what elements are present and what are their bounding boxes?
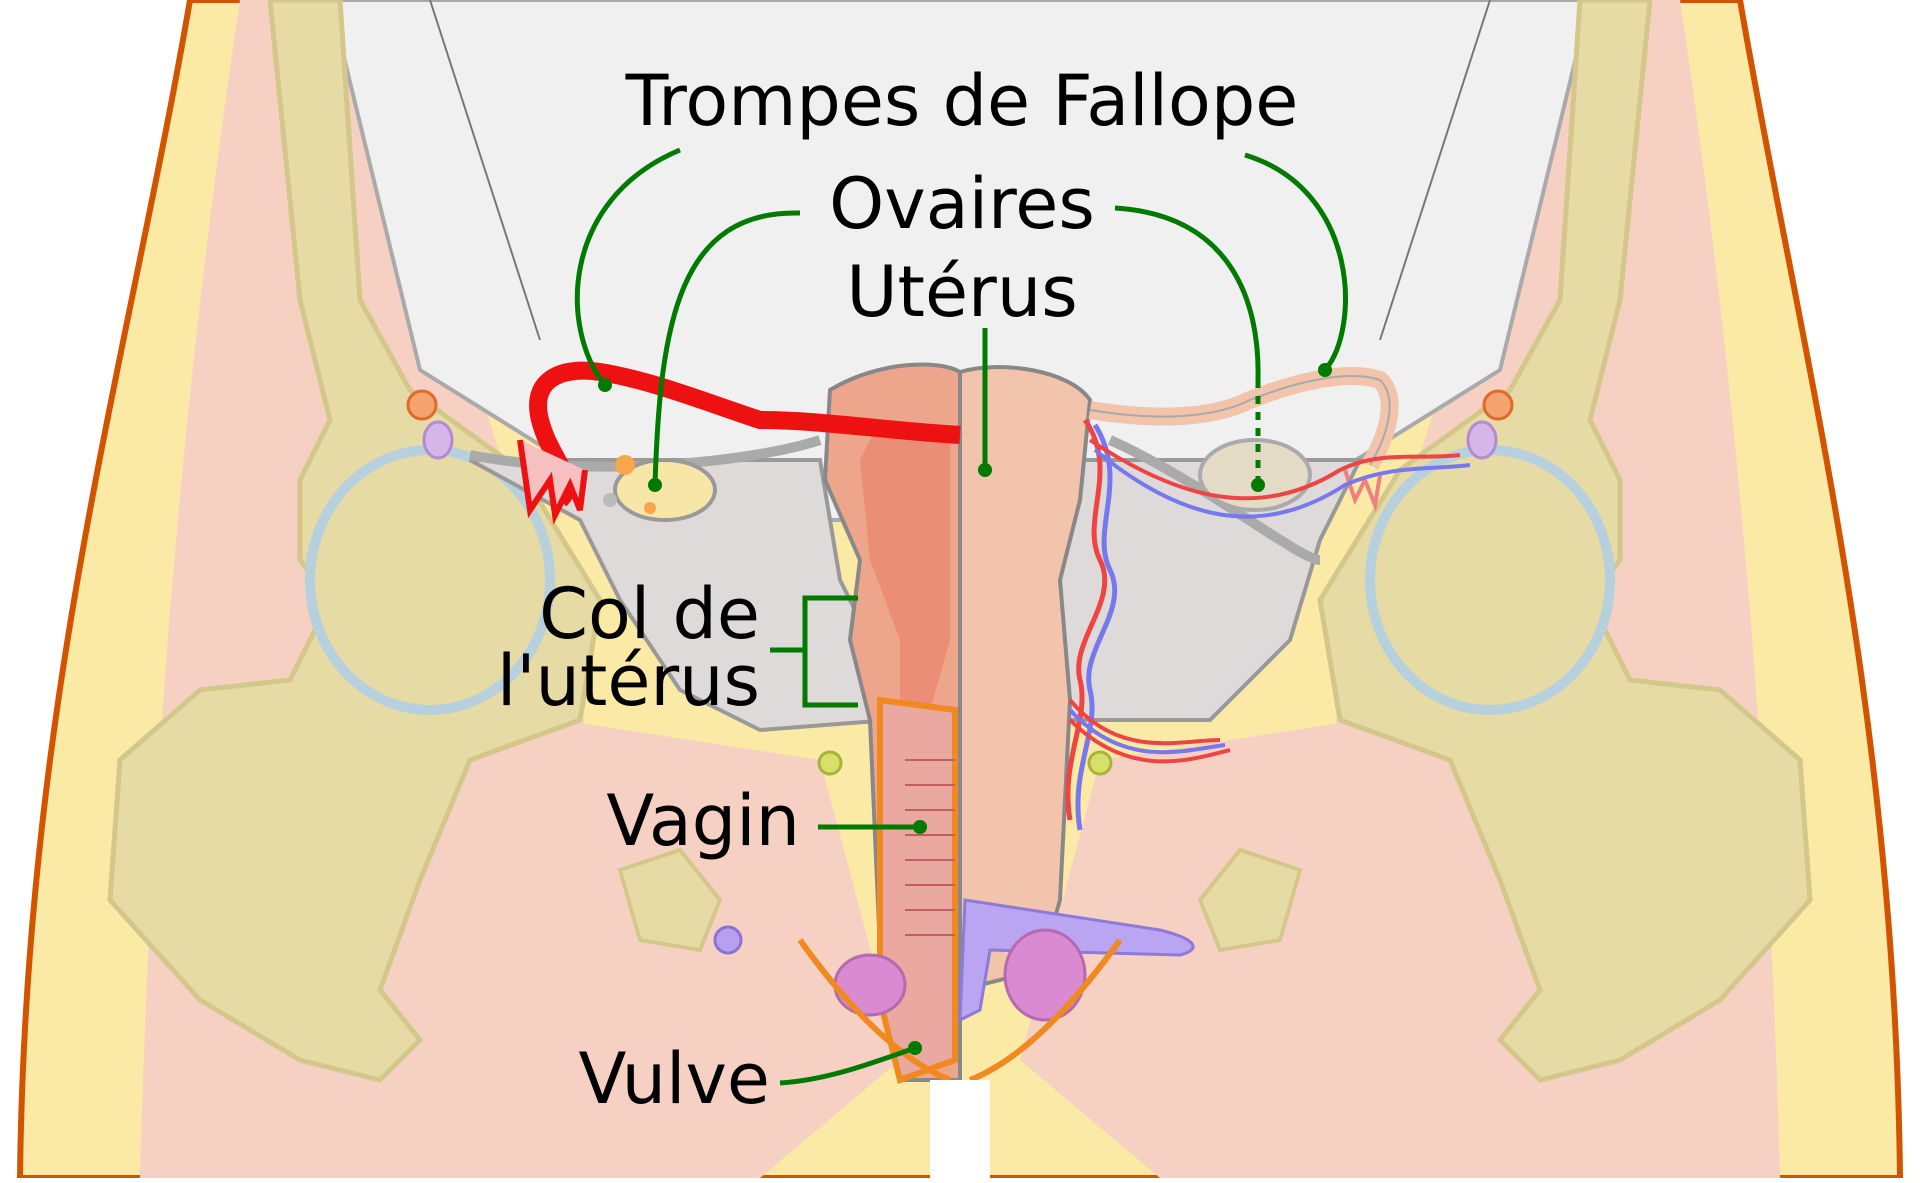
left-ovary-follicle-3	[644, 502, 656, 514]
left-ovary-follicle-1	[615, 455, 635, 475]
label-vulva: Vulve	[579, 1038, 770, 1120]
dot-vagina	[913, 820, 927, 834]
right-nerve	[1089, 752, 1111, 774]
dot-uterus	[978, 463, 992, 477]
label-cervix-line2: l'utérus	[497, 640, 760, 722]
dot-fallopian-left	[598, 378, 612, 392]
left-nerve	[819, 752, 841, 774]
small-vein	[715, 927, 741, 953]
right-iliac-artery	[1484, 391, 1512, 419]
label-fallopian-tubes: Trompes de Fallope	[625, 60, 1299, 142]
dot-ovary-right	[1251, 478, 1265, 492]
right-hip-joint	[1370, 450, 1610, 710]
left-iliac-artery	[408, 391, 436, 419]
label-uterus: Utérus	[846, 251, 1077, 333]
dot-fallopian-right	[1318, 363, 1332, 377]
vaginal-canal	[880, 700, 955, 1080]
vulva-gap	[930, 1080, 990, 1178]
left-iliac-vein	[424, 422, 452, 458]
label-ovaries: Ovaires	[829, 163, 1095, 245]
left-ovary-follicle-2	[603, 493, 617, 507]
dot-vulva	[908, 1041, 922, 1055]
dot-ovary-left	[648, 478, 662, 492]
vestibular-bulb-right	[1005, 930, 1085, 1020]
label-vagina: Vagin	[606, 780, 800, 862]
right-iliac-vein	[1468, 422, 1496, 458]
vestibular-bulb-left	[835, 955, 905, 1015]
